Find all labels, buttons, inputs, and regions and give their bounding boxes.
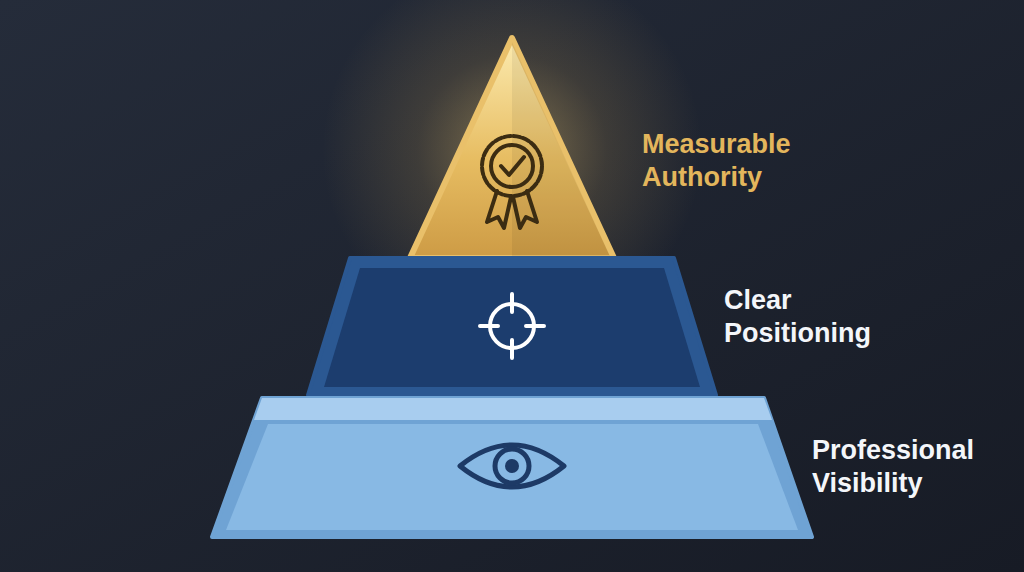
- label-box: Measurable Authority: [642, 128, 847, 194]
- tier-face: [226, 424, 798, 530]
- tier-face: [324, 268, 700, 387]
- eye-icon: [460, 445, 564, 487]
- pyramid-tier: Professional Visibility: [0, 396, 1024, 540]
- target-icon: [480, 294, 544, 358]
- tier-shape: [0, 30, 1024, 262]
- pyramid-tier: Clear Positioning: [0, 256, 1024, 398]
- label-box: Clear Positioning: [724, 284, 929, 350]
- tier-face: [410, 38, 614, 258]
- pyramid-tier: Measurable Authority: [0, 30, 1024, 262]
- label-box: Professional Visibility: [812, 434, 1012, 500]
- tier-face: [254, 398, 772, 420]
- tier-label: Measurable Authority: [642, 128, 847, 194]
- tier-face: [308, 258, 716, 395]
- tier-face: [212, 398, 812, 537]
- award-icon: [482, 136, 542, 228]
- tier-label: Professional Visibility: [812, 434, 1012, 500]
- tier-label: Clear Positioning: [724, 284, 929, 350]
- tier-face: [512, 42, 610, 256]
